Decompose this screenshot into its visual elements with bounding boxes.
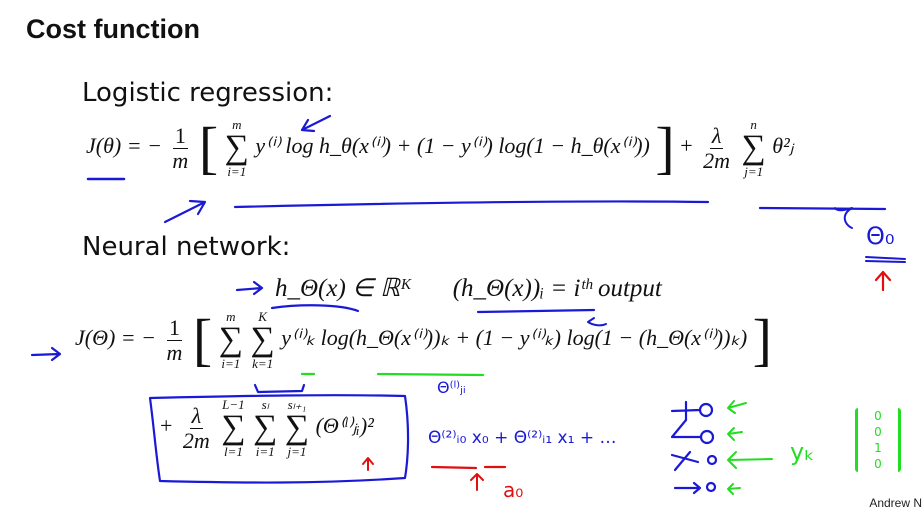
- sum-i: m ∑ i=1: [218, 309, 243, 371]
- arrow-icon: [30, 346, 62, 362]
- sum-j: n ∑ j=1: [741, 117, 766, 179]
- yk-vector: 0 0 1 0: [855, 408, 901, 472]
- underline-log-h: [376, 372, 485, 377]
- logistic-cost-equation: J(θ) = − 1 m [ m ∑ i=1 y⁽ⁱ⁾ log h_θ(x⁽ⁱ⁾…: [86, 115, 794, 180]
- neural-regularization-term: + λ 2m L−1 ∑ l=1 sₗ ∑ i=1 sₗ₊₁ ∑ j=1 (Θ⁽…: [160, 397, 374, 459]
- theta-ji-annotation: Θ⁽ˡ⁾ⱼᵢ: [437, 378, 466, 397]
- slide-footer-author: Andrew N: [869, 496, 922, 510]
- output-layer-sketch: [670, 400, 718, 495]
- red-arrow-icon: [470, 473, 484, 491]
- neural-body: y⁽ⁱ⁾ₖ log(h_Θ(x⁽ⁱ⁾))ₖ + (1 − y⁽ⁱ⁾ₖ) log(…: [281, 325, 748, 351]
- logistic-lhs: J(θ) = −: [86, 133, 162, 159]
- yk-annotation: yₖ: [790, 438, 815, 466]
- arrow-icon: [235, 280, 264, 296]
- logistic-reg-term: θ²ⱼ: [772, 133, 794, 159]
- neural-reg-term: (Θ⁽ˡ⁾ⱼᵢ)²: [315, 413, 374, 439]
- theta-zero-annotation: Θ₀: [866, 222, 895, 250]
- red-arrow-icon: [362, 457, 374, 471]
- underline-theta-zero: [865, 256, 906, 263]
- hypothesis-definition: h_Θ(x) ∈ ℝᴷ (h_Θ(x))ᵢ = iᵗʰ output: [275, 273, 662, 303]
- slide-title: Cost function: [26, 14, 200, 44]
- neural-cost-equation: J(Θ) = − 1 m [ m ∑ i=1 K ∑ k=1 y⁽ⁱ⁾ₖ log…: [75, 307, 772, 372]
- theta-expansion-annotation: Θ⁽²⁾ᵢ₀ x₀ + Θ⁽²⁾ᵢ₁ x₁ + …: [428, 428, 617, 448]
- neural-fraction: 1 m: [166, 315, 183, 365]
- underline-expansion: [430, 465, 507, 470]
- underline-reg-term: [758, 206, 887, 211]
- hypothesis-space: h_Θ(x) ∈ ℝᴷ: [275, 275, 413, 302]
- output-definition: (h_Θ(x))ᵢ = iᵗʰ output: [452, 275, 662, 302]
- a-zero-annotation: a₀: [503, 478, 524, 502]
- sum-j: sₗ₊₁ ∑ j=1: [284, 397, 310, 459]
- logistic-reg-fraction: λ 2m: [703, 123, 731, 173]
- target-arrows: [727, 400, 773, 495]
- right-bracket: ]: [655, 115, 675, 180]
- sum-l: L−1 ∑ l=1: [221, 397, 246, 459]
- underline-logistic-body: [233, 200, 710, 209]
- sum-i: m ∑ i=1: [224, 117, 249, 179]
- arrow-icon: [834, 207, 853, 229]
- logistic-fraction: 1 m: [172, 123, 189, 173]
- arrow-icon: [163, 199, 207, 224]
- logistic-regression-heading: Logistic regression:: [82, 78, 334, 108]
- left-bracket: [: [198, 115, 219, 180]
- sum-i: sₗ ∑ i=1: [253, 397, 278, 459]
- neural-network-heading: Neural network:: [82, 232, 291, 262]
- bracket-k-sum: [253, 383, 306, 394]
- logistic-body: y⁽ⁱ⁾ log h_θ(x⁽ⁱ⁾) + (1 − y⁽ⁱ⁾) log(1 − …: [255, 133, 650, 159]
- sum-k: K ∑ k=1: [250, 309, 275, 371]
- red-arrow-icon: [874, 270, 892, 292]
- neural-lhs: J(Θ) = −: [75, 325, 156, 351]
